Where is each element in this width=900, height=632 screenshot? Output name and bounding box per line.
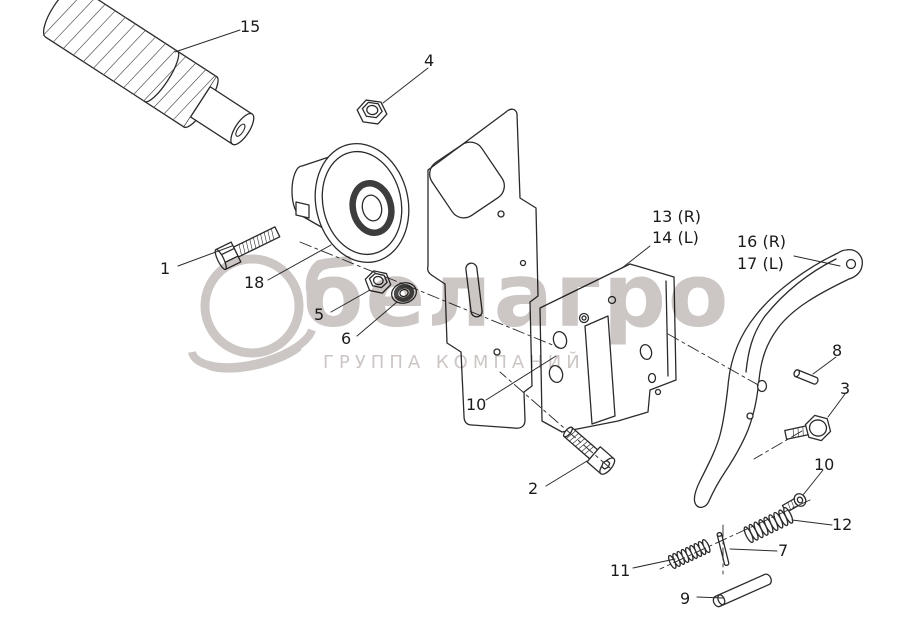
spring-11 (667, 539, 711, 570)
lever-arm (693, 249, 863, 508)
bracket-plate (539, 263, 677, 433)
flange-disc (291, 142, 410, 264)
callout-2: 2 (528, 479, 539, 498)
mounting-plate (427, 108, 539, 429)
callout-5: 5 (314, 305, 325, 324)
leader-lines (174, 29, 846, 599)
washer-6 (391, 282, 417, 304)
callout-11: 11 (610, 561, 631, 580)
pin-8 (793, 369, 819, 385)
callout-14l: 14 (L) (652, 228, 699, 247)
callout-15: 15 (240, 17, 261, 36)
callout-16r: 16 (R) (737, 232, 787, 251)
hex-bolt-3 (784, 414, 832, 442)
callout-9: 9 (680, 589, 691, 608)
hex-bolt-1 (214, 226, 281, 271)
callout-6: 6 (341, 329, 352, 348)
callout-17l: 17 (L) (737, 254, 784, 273)
callout-10-lower: 10 (814, 455, 835, 474)
callout-13r: 13 (R) (652, 207, 702, 226)
callout-18: 18 (244, 273, 265, 292)
callout-12: 12 (832, 515, 853, 534)
callout-1: 1 (160, 259, 171, 278)
callout-3: 3 (840, 379, 851, 398)
hex-nut-5 (364, 270, 392, 294)
hex-nut-4 (356, 99, 388, 125)
callout-7: 7 (778, 541, 789, 560)
rod-9 (712, 573, 772, 608)
callout-8: 8 (832, 341, 843, 360)
callout-4: 4 (424, 51, 435, 70)
spring-12 (743, 507, 794, 544)
center-lines (299, 241, 811, 575)
handle-cylinder (42, 0, 255, 146)
callout-10-upper: 10 (466, 395, 487, 414)
